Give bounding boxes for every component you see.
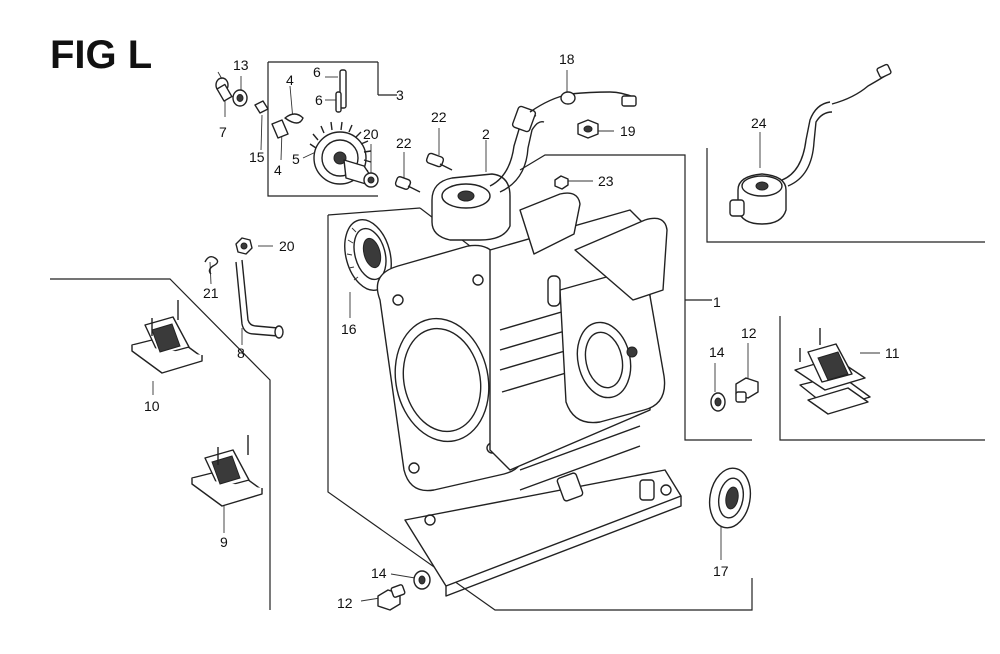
group-bracket-lines [50,61,985,611]
callout-4b: 4 [274,162,282,178]
part-2-oil-sensor-housing [431,91,637,241]
part-19-nut [577,119,599,139]
part-24-oil-alert-unit [729,63,892,225]
callout-6b: 6 [315,92,323,108]
part-15-plate [254,100,269,114]
callout-9: 9 [220,534,228,550]
callout-4a: 4 [286,72,294,88]
callout-8: 8 [237,345,245,361]
callout-20b: 20 [279,238,295,254]
part-12-bolt-bottom [377,584,406,611]
part-9-mount [191,435,263,507]
callout-5: 5 [292,151,300,167]
part-8-rod [235,259,284,339]
callout-2: 2 [482,126,490,142]
callout-24: 24 [751,115,767,131]
callout-15: 15 [249,149,265,165]
part-14-washer-right [710,392,726,412]
callout-19: 19 [620,123,636,139]
callout-14a: 14 [709,344,725,360]
callout-12a: 12 [741,325,757,341]
callout-12b: 12 [337,595,353,611]
callout-16: 16 [341,321,357,337]
callout-22a: 22 [431,109,447,125]
part-7-bolt [215,71,233,102]
callout-20a: 20 [363,126,379,142]
part-13-washer [232,89,248,107]
part-12-bolt-right [735,377,759,403]
part-1-crankcase [376,192,682,597]
callout-22b: 22 [396,135,412,151]
callout-1: 1 [713,294,721,310]
part-16-bearing [344,219,392,291]
callout-6a: 6 [313,64,321,80]
callout-14b: 14 [371,565,387,581]
callout-18: 18 [559,51,575,67]
callout-21: 21 [203,285,219,301]
callout-23: 23 [598,173,614,189]
part-3-governor-assembly [271,69,379,188]
part-21-spring-clip [204,255,219,275]
part-10-mount [131,300,203,374]
callout-7: 7 [219,124,227,140]
callout-10: 10 [144,398,160,414]
callout-13: 13 [233,57,249,73]
part-20-nut [235,237,253,255]
callout-labels: 3 1 2 4 4 5 6 6 7 8 9 10 11 12 12 13 14 … [144,51,900,611]
callout-3: 3 [396,87,404,103]
part-22-bolts [394,152,453,193]
part-11-mount [794,328,871,415]
callout-11: 11 [885,345,900,361]
governor-gear [309,121,373,185]
part-14-washer-bottom [413,570,431,590]
part-23-nut [554,175,569,190]
part-17-oil-seal [708,467,752,529]
callout-17: 17 [713,563,729,579]
figure-title: FIG L [50,33,152,77]
